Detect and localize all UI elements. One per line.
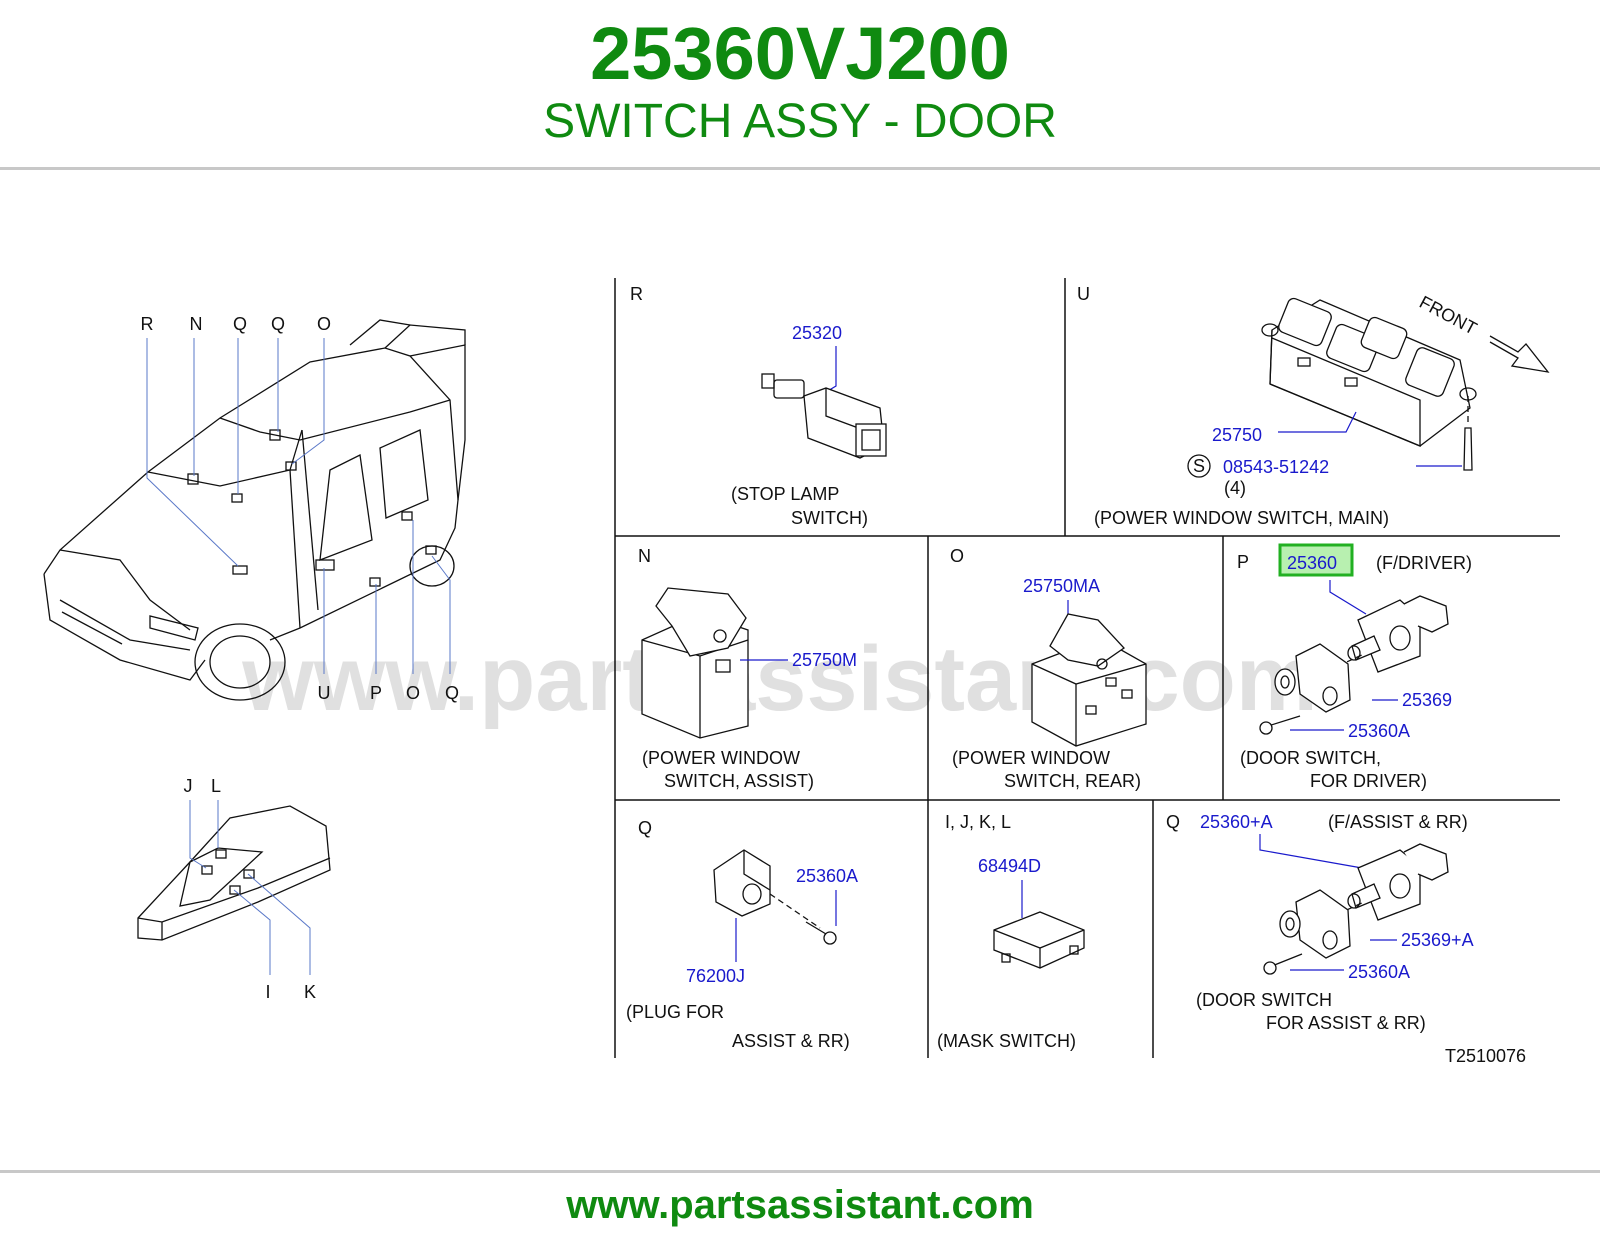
overview-label-p: P: [370, 683, 382, 703]
part-number-title: 25360VJ200: [590, 12, 1010, 95]
front-arrow-icon: [1489, 335, 1550, 373]
part-25369-label[interactable]: 25369: [1402, 690, 1452, 710]
panel-o-letter: O: [950, 546, 964, 566]
panel-q2-caption-line2: FOR ASSIST & RR): [1266, 1013, 1426, 1033]
part-08543-51242-label[interactable]: 08543-51242: [1223, 457, 1329, 477]
overview-label-q1: Q: [233, 314, 247, 334]
panel-r-stop-lamp-switch: R 25320 (STOP LAMP SWITCH): [630, 284, 887, 528]
panel-q1-caption-line1: (PLUG FOR: [626, 1002, 724, 1022]
panel-p-note: (F/DRIVER): [1376, 553, 1472, 573]
part-25360a-label[interactable]: 25360A: [1348, 721, 1410, 741]
console-leader-lines: [189, 800, 311, 975]
panel-o-power-window-rear: O 25750MA (POWER WINDOW SWITCH, REAR): [950, 546, 1147, 791]
overview-label-o: O: [317, 314, 331, 334]
part-25750m-label[interactable]: 25750M: [792, 650, 857, 670]
panel-u-power-window-main: U FRONT 25750 S 08543-51242 (4) (POWER W…: [1077, 284, 1550, 528]
part-76200j-label[interactable]: 76200J: [686, 966, 745, 986]
screw-quantity: (4): [1224, 478, 1246, 498]
part-25360plusa-label[interactable]: 25360+A: [1200, 812, 1273, 832]
overview-label-r: R: [141, 314, 154, 334]
assist-window-switch-drawing: [641, 587, 749, 739]
panel-q1-caption-line2: ASSIST & RR): [732, 1031, 850, 1051]
panel-n-caption-line2: SWITCH, ASSIST): [664, 771, 814, 791]
panel-p-caption-line2: FOR DRIVER): [1310, 771, 1427, 791]
diagram-code: T2510076: [1445, 1046, 1526, 1066]
panel-n-letter: N: [638, 546, 651, 566]
panel-p-caption-line1: (DOOR SWITCH,: [1240, 748, 1381, 768]
panel-ijkl-mask-switch: I, J, K, L 68494D (MASK SWITCH): [937, 812, 1085, 1051]
part-25750ma-label[interactable]: 25750MA: [1023, 576, 1100, 596]
panel-u-letter: U: [1077, 284, 1090, 304]
part-25320-leader: [825, 346, 837, 393]
part-25320-label[interactable]: 25320: [792, 323, 842, 343]
part-25360-leader: [1329, 580, 1367, 615]
overview-label-q3: Q: [445, 683, 459, 703]
panel-q-door-switch-assist-rr: Q 25360+A (F/ASSIST & RR) 25369+A 25360A…: [1166, 812, 1474, 1033]
screw-symbol-letter: S: [1193, 456, 1205, 476]
panel-grid-lines: [614, 278, 1560, 1058]
console-label-i: I: [265, 982, 270, 1002]
screw-symbol-circle: [1187, 454, 1211, 478]
part-25360-label[interactable]: 25360: [1287, 553, 1337, 573]
console-labels: J L I K: [184, 776, 317, 1002]
panel-r-caption-line2: SWITCH): [791, 508, 868, 528]
part-name-subtitle: SWITCH ASSY - DOOR: [543, 95, 1057, 148]
part-25750-label[interactable]: 25750: [1212, 425, 1262, 445]
overview-label-n: N: [190, 314, 203, 334]
part-25360a-assist-label[interactable]: 25360A: [1348, 962, 1410, 982]
mask-switch-drawing: [993, 911, 1085, 969]
assist-door-switch-drawing: [1263, 843, 1449, 975]
watermark-text: www.partsassistant.com: [241, 628, 1317, 730]
panel-o-caption-line1: (POWER WINDOW: [952, 748, 1110, 768]
front-direction-label: FRONT: [1416, 292, 1480, 339]
panel-r-caption-line1: (STOP LAMP: [731, 484, 839, 504]
console-drawing: [137, 805, 331, 941]
rear-window-switch-drawing: [1031, 613, 1147, 747]
panel-q1-letter: Q: [638, 818, 652, 838]
panel-q2-caption-line1: (DOOR SWITCH: [1196, 990, 1332, 1010]
panel-u-caption: (POWER WINDOW SWITCH, MAIN): [1094, 508, 1389, 528]
console-label-l: L: [211, 776, 221, 796]
plug-drawing: [713, 849, 837, 945]
truck-overview-drawing: [43, 319, 466, 701]
overview-labels: R N Q Q O U P O Q: [141, 314, 460, 703]
panel-p-door-switch-driver: P 25360 (F/DRIVER) 25369 25360A (DOOR SW…: [1237, 543, 1472, 791]
console-label-k: K: [304, 982, 316, 1002]
main-window-switch-drawing: [1261, 297, 1477, 471]
driver-door-switch-drawing: [1259, 595, 1449, 735]
stop-lamp-switch-drawing: [761, 373, 887, 459]
panel-ijkl-caption: (MASK SWITCH): [937, 1031, 1076, 1051]
footer-divider: [0, 1170, 1600, 1173]
panel-ijkl-letter: I, J, K, L: [945, 812, 1011, 832]
panel-q-plug-assist-rr: Q 25360A 76200J (PLUG FOR ASSIST & RR): [626, 818, 858, 1051]
part-25360a-plug-label[interactable]: 25360A: [796, 866, 858, 886]
panel-r-letter: R: [630, 284, 643, 304]
overview-label-u: U: [318, 683, 331, 703]
part-68494d-label[interactable]: 68494D: [978, 856, 1041, 876]
part-25750-leader: [1278, 411, 1357, 433]
panel-q2-note: (F/ASSIST & RR): [1328, 812, 1468, 832]
panel-p-letter: P: [1237, 552, 1249, 572]
console-label-j: J: [184, 776, 193, 796]
part-25369plusa-label[interactable]: 25369+A: [1401, 930, 1474, 950]
panel-q2-letter: Q: [1166, 812, 1180, 832]
panel-n-power-window-assist: N 25750M (POWER WINDOW SWITCH, ASSIST): [638, 546, 857, 791]
footer-website-link[interactable]: www.partsassistant.com: [566, 1183, 1034, 1227]
header-divider: [0, 167, 1600, 170]
overview-label-q2: Q: [271, 314, 285, 334]
selected-part-highlight: [1278, 543, 1354, 577]
overview-leader-lines: [146, 338, 451, 674]
panel-n-caption-line1: (POWER WINDOW: [642, 748, 800, 768]
overview-label-o2: O: [406, 683, 420, 703]
panel-o-caption-line2: SWITCH, REAR): [1004, 771, 1141, 791]
part-25360plusa-leader: [1259, 834, 1363, 869]
